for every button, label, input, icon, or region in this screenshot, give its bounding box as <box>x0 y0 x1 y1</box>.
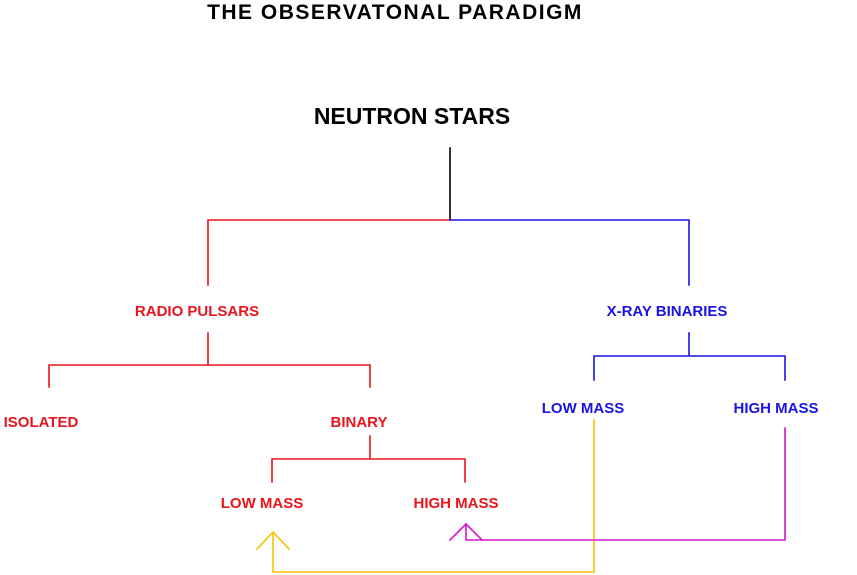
diagram-title: THE OBSERVATONAL PARADIGM <box>207 1 583 24</box>
connector-radio-pulsars-split <box>48 332 371 388</box>
node-binary: BINARY <box>331 414 388 431</box>
node-xray-high-mass: HIGH MASS <box>733 400 818 417</box>
connector-root-to-radio-pulsars <box>207 219 451 286</box>
connector-xray-binaries-split <box>593 332 786 381</box>
node-radio-pulsars: RADIO PULSARS <box>135 303 259 320</box>
arrowhead-binary-low-mass <box>255 530 291 551</box>
node-binary-low-mass: LOW MASS <box>221 495 304 512</box>
node-xray-binaries: X-RAY BINARIES <box>607 303 728 320</box>
connector-root-to-xray-binaries <box>449 219 690 286</box>
node-xray-low-mass: LOW MASS <box>542 400 625 417</box>
node-isolated: ISOLATED <box>4 414 79 431</box>
node-binary-high-mass: HIGH MASS <box>413 495 498 512</box>
connector-binary-split <box>271 435 466 483</box>
arrow-xray-low-mass-to-binary-low-mass <box>272 419 595 573</box>
arrowhead-binary-high-mass <box>448 522 484 542</box>
arrow-xray-high-mass-to-binary-high-mass <box>465 427 786 541</box>
node-neutron-stars: NEUTRON STARS <box>314 103 510 129</box>
